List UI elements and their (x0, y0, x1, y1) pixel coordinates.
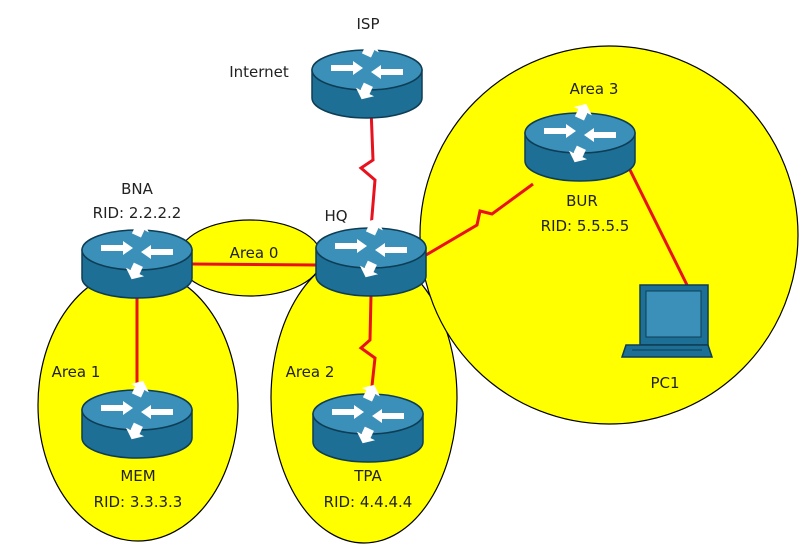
hq-name-label: HQ (324, 207, 347, 225)
links (135, 107, 690, 396)
link-hq-bur (425, 182, 534, 257)
bna-name-label: BNA (121, 180, 154, 198)
tpa-rid-label: RID: 4.4.4.4 (324, 493, 413, 511)
bur-name-label: BUR (566, 192, 598, 210)
link-isp-hq (358, 107, 377, 229)
isp-name-label: ISP (357, 15, 380, 33)
bur-rid-label: RID: 5.5.5.5 (541, 217, 630, 235)
area-3-label: Area 3 (570, 80, 619, 98)
router-icon[interactable] (311, 35, 423, 119)
area-3-region (419, 45, 799, 425)
mem-rid-label: RID: 3.3.3.3 (94, 493, 183, 511)
router-icon[interactable] (81, 215, 193, 299)
area-1-label: Area 1 (52, 363, 101, 381)
router-icon[interactable] (315, 213, 427, 297)
link-bur-pc1 (628, 169, 690, 288)
mem-name-label: MEM (120, 467, 155, 485)
link-bna-hq (191, 262, 317, 267)
pc-icon[interactable] (620, 284, 714, 358)
link-hq-tpa (358, 294, 377, 396)
bna-rid-label: RID: 2.2.2.2 (93, 204, 182, 222)
pc1-name-label: PC1 (650, 374, 679, 392)
tpa-name-label: TPA (353, 467, 382, 485)
internet-label: Internet (229, 63, 289, 81)
area-0-label: Area 0 (230, 244, 279, 262)
area-2-label: Area 2 (286, 363, 335, 381)
